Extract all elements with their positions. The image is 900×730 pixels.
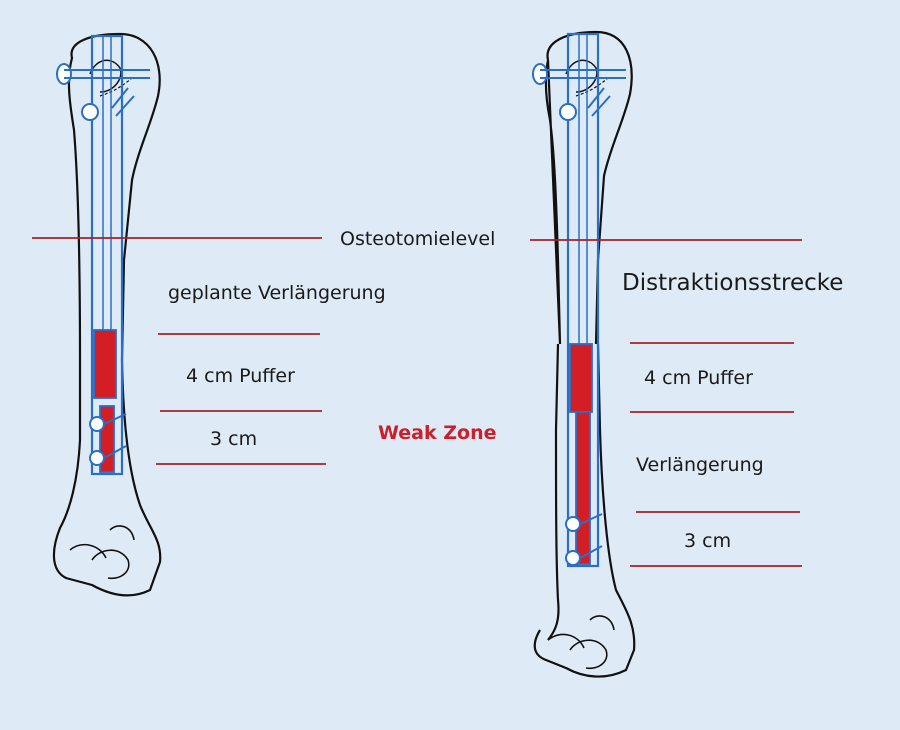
left-screw-head-top	[56, 63, 72, 85]
left-femur	[52, 32, 162, 597]
osteotomy-level-label: Osteotomielevel	[340, 228, 496, 250]
planned-lengthening-label: geplante Verlängerung	[168, 282, 386, 304]
right-bone-outline-lower	[533, 343, 636, 678]
right-bone-head-detail	[565, 59, 598, 93]
right-screw-mid	[559, 103, 577, 121]
right-condyle-detail	[547, 615, 615, 670]
right-nail-outer	[566, 32, 600, 568]
distraction-label: Distraktionsstrecke	[622, 270, 844, 296]
right-distal-screw-2	[565, 550, 581, 566]
right-femur	[532, 30, 636, 678]
right-distal-screw-2-shaft	[579, 545, 603, 559]
left-distal-screw-1-shaft	[103, 413, 127, 425]
lengthening-label: Verlängerung	[636, 454, 764, 476]
left-3cm-label: 3 cm	[210, 428, 258, 450]
left-distal-screw-2-shaft	[103, 445, 127, 459]
right-screw-head-top	[532, 63, 548, 85]
right-nail-red-lower	[575, 411, 591, 565]
left-screw-diag-2	[115, 95, 135, 117]
right-screw-diag-2	[591, 95, 611, 117]
left-screw-diag	[111, 87, 129, 109]
left-buffer-label: 4 cm Puffer	[186, 365, 295, 387]
right-distal-screw-1-shaft	[579, 513, 603, 525]
left-distal-screw-2	[89, 450, 105, 466]
left-nail-red-upper	[93, 329, 117, 399]
left-distal-screw-1	[89, 416, 105, 432]
left-bone-head-detail	[89, 59, 122, 93]
left-bone-fracture-line	[99, 77, 133, 97]
right-buffer-label: 4 cm Puffer	[644, 367, 753, 389]
right-3cm-label: 3 cm	[684, 530, 732, 552]
right-screw-diag	[587, 87, 605, 109]
left-nail-outer	[90, 34, 124, 476]
marker-lines	[32, 237, 802, 567]
left-bone-outline	[52, 32, 162, 597]
right-bone-fracture-line	[575, 77, 609, 97]
left-screw-mid	[81, 103, 99, 121]
weak-zone-label: Weak Zone	[378, 422, 497, 444]
right-nail-red-upper	[569, 343, 593, 413]
left-condyle-detail	[69, 525, 135, 580]
right-distal-screw-1	[565, 516, 581, 532]
